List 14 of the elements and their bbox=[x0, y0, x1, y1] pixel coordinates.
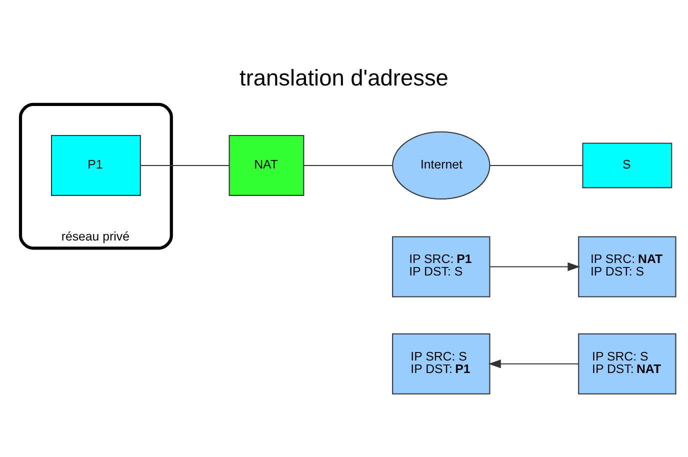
connector bbox=[140, 164, 230, 166]
node-box: S bbox=[582, 142, 672, 188]
node-box: IP SRC: S IP DST: P1 bbox=[392, 333, 490, 394]
arrow bbox=[488, 360, 579, 368]
node-box: IP SRC: NAT IP DST: S bbox=[578, 236, 676, 298]
node-ellipse: Internet bbox=[392, 131, 490, 200]
node-box: NAT bbox=[228, 134, 304, 196]
node-box: IP SRC: S IP DST: NAT bbox=[578, 333, 676, 394]
diagram-title: translation d'adresse bbox=[240, 64, 448, 90]
connector bbox=[304, 164, 393, 166]
arrow bbox=[490, 262, 580, 272]
connector bbox=[490, 164, 583, 166]
node-box: P1 bbox=[51, 134, 141, 196]
node-box: IP SRC: P1 IP DST: S bbox=[392, 236, 490, 298]
